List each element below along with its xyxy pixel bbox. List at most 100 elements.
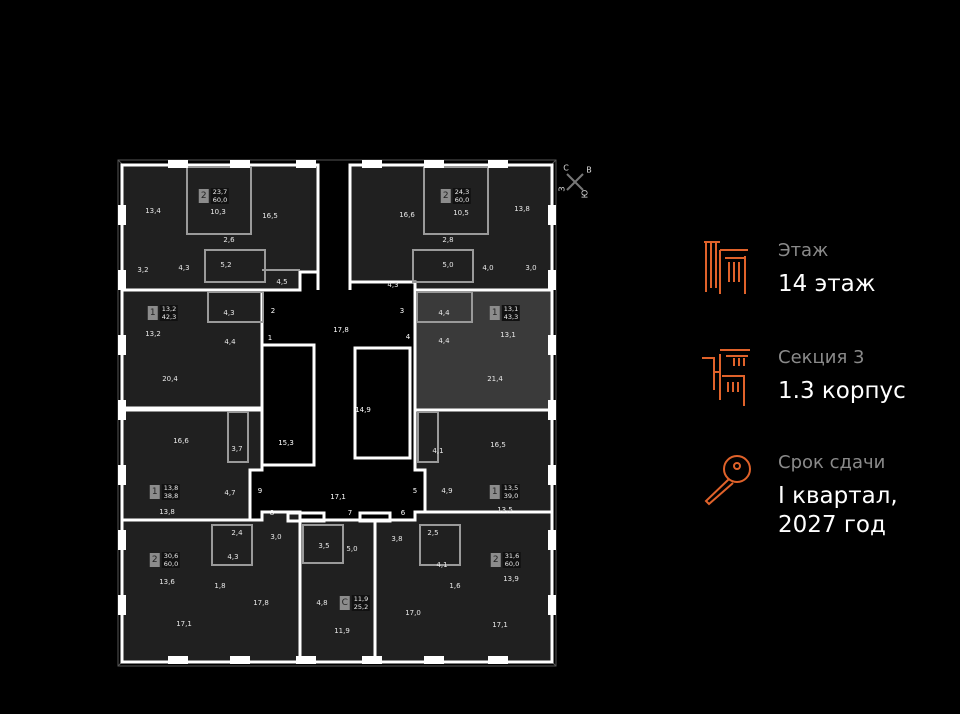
floor-value: 14 этаж [778,271,876,297]
total-area: 38,8 [163,492,179,500]
living-area: 30,6 [163,552,179,560]
core-area: 17,1 [330,493,346,501]
rooms-count: С [339,596,350,610]
door-number: 9 [257,487,263,495]
room-area: 3,5 [318,542,330,550]
room-area: 1,6 [449,582,461,590]
key-icon [704,455,751,506]
building-floor-icon [704,241,748,294]
living-area: 13,1 [503,305,519,313]
compass-north: С [563,163,569,173]
core-area: 15,3 [278,439,294,447]
room-area: 1,8 [214,582,226,590]
room-area: 3,2 [137,266,149,274]
living-area: 24,3 [454,188,470,196]
room-area: 13,4 [145,207,161,215]
total-area: 60,0 [454,196,470,204]
room-area: 5,2 [220,261,232,269]
room-area: 4,7 [224,489,236,497]
room-area: 4,9 [441,487,453,495]
room-area: 2,5 [427,529,439,537]
rooms-count: 2 [440,189,451,203]
compass-west: З [557,186,567,192]
delivery-value-line1: I квартал, [778,483,898,509]
room-area: 3,7 [231,445,243,453]
room-area: 4,1 [436,561,448,569]
compass-east: В [586,165,592,175]
room-area: 20,4 [162,375,178,383]
core-walls [260,165,412,523]
door-number: 1 [267,334,273,342]
total-area: 60,0 [163,560,179,568]
total-area: 39,0 [503,492,519,500]
room-area: 13,2 [145,330,161,338]
door-number: 8 [269,509,275,517]
apartment-0[interactable] [120,163,320,292]
rooms-count: 1 [489,306,500,320]
room-area: 4,1 [432,447,444,455]
room-area: 4,3 [227,553,239,561]
door-number: 5 [412,487,418,495]
core-area: 17,8 [333,326,349,334]
apartment-8[interactable] [348,163,554,292]
room-area: 3,8 [391,535,403,543]
room-area: 5,0 [346,545,358,553]
compass-icon [566,173,584,191]
rooms-count: 2 [149,553,160,567]
apartment-1[interactable] [120,288,264,410]
room-area: 13,8 [159,508,175,516]
total-area: 60,0 [212,196,228,204]
room-area: 17,1 [176,620,192,628]
door-number: 6 [400,509,406,517]
room-area: 17,8 [253,599,269,607]
rooms-count: 1 [489,485,500,499]
room-area: 11,9 [334,627,350,635]
room-area: 10,5 [453,209,469,217]
room-area: 5,0 [442,261,454,269]
interior-walls [186,166,489,566]
room-area: 4,3 [387,281,399,289]
windows [118,160,556,664]
room-area: 16,6 [399,211,415,219]
room-area: 4,4 [438,309,450,317]
total-area: 42,3 [161,313,177,321]
living-area: 13,5 [503,484,519,492]
door-number: 7 [347,509,353,517]
room-area: 4,0 [482,264,494,272]
apartment-2[interactable] [120,408,264,522]
room-area: 16,6 [173,437,189,445]
delivery-value-line2: 2027 год [778,512,886,538]
living-area: 11,9 [353,595,369,603]
room-area: 4,4 [224,338,236,346]
room-area: 13,5 [497,506,513,514]
living-area: 13,8 [163,484,179,492]
room-area: 4,3 [223,309,235,317]
room-area: 13,1 [500,331,516,339]
room-area: 4,3 [178,264,190,272]
total-area: 43,3 [503,313,519,321]
rooms-count: 2 [490,553,501,567]
room-area: 3,0 [525,264,537,272]
apartment-4[interactable] [298,518,377,664]
rooms-count: 2 [198,189,209,203]
total-area: 25,2 [353,603,369,611]
room-area: 2,4 [231,529,243,537]
delivery-label: Срок сдачи [778,452,886,473]
section-label: Секция 3 [778,347,865,368]
room-area: 13,9 [503,575,519,583]
apartment-7[interactable] [413,288,554,412]
living-area: 31,6 [504,552,520,560]
room-area: 4,8 [316,599,328,607]
door-number: 3 [399,307,405,315]
room-area: 13,8 [514,205,530,213]
